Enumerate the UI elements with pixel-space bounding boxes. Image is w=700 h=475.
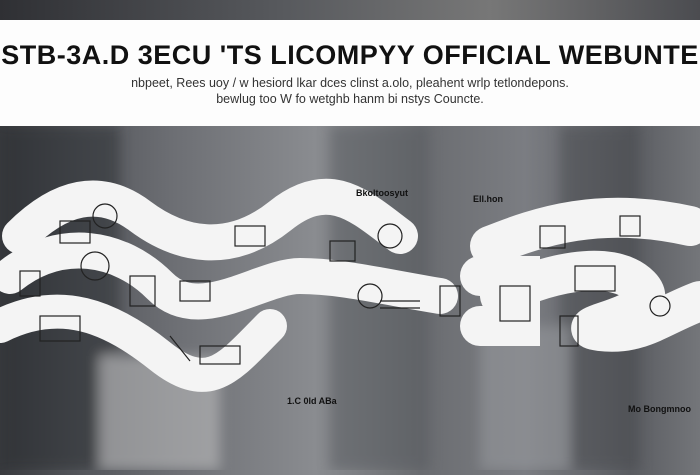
ribbon-4 (470, 197, 700, 266)
header-banner: STB-3A.D 3ECU 'TS LICOMPYY OFFICIAL WEBU… (0, 20, 700, 126)
page-title: STB-3A.D 3ECU 'TS LICOMPYY OFFICIAL WEBU… (1, 40, 699, 70)
label-4: Mo Bongmnoo (628, 404, 691, 414)
ribbon-6 (460, 256, 540, 346)
ribbon-graphic (0, 126, 700, 470)
subtitle-line-2: bewlug too W fo wetghb hanm bi nstys Cou… (216, 92, 484, 106)
subtitle-line-1: nbpeet, Rees uoy / w hesiord lkar dces c… (131, 76, 569, 90)
label-2: Ell.hon (473, 194, 503, 204)
ribbons (0, 178, 700, 392)
background-top (0, 0, 700, 20)
ribbon-3 (0, 294, 287, 392)
label-1: Bkoltoosyut (356, 188, 409, 198)
ribbon-illustration: Bkoltoosyut Ell.hon 1.C 0ld ABa Mo Bongm… (0, 126, 700, 470)
sketch-marks (19, 203, 671, 365)
ribbon-5 (480, 250, 700, 352)
label-3: 1.C 0ld ABa (287, 396, 337, 406)
subtitle: nbpeet, Rees uoy / w hesiord lkar dces c… (0, 75, 700, 107)
ribbon-2 (0, 232, 458, 320)
ribbon-1 (2, 178, 418, 261)
